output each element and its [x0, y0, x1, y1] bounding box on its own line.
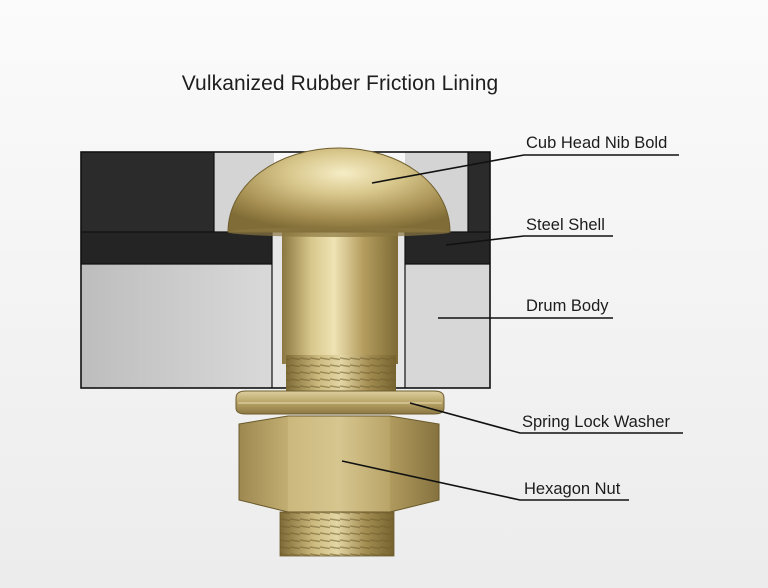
- rubber-lining-right: [468, 152, 490, 232]
- label-drum-body: Drum Body: [526, 297, 609, 315]
- bolt-shank: [282, 226, 398, 364]
- drum-body-left: [81, 264, 272, 388]
- label-steel-shell: Steel Shell: [526, 216, 605, 234]
- diagram-title: Vulkanized Rubber Friction Lining: [181, 72, 499, 95]
- label-cub-head: Cub Head Nib Bold: [526, 134, 668, 152]
- leader-hex-nut: [341, 460, 629, 501]
- steel-shell-right: [405, 232, 490, 264]
- steel-shell-left: [81, 232, 272, 264]
- drum-body-right: [405, 264, 490, 388]
- bolt: [227, 147, 451, 393]
- bolt-dome-head: [227, 147, 451, 233]
- label-spring-lock-washer: Spring Lock Washer: [522, 413, 670, 431]
- leader-cub-head: [371, 154, 679, 184]
- label-hexagon-nut: Hexagon Nut: [524, 480, 621, 498]
- leader-steel-shell: [445, 235, 613, 246]
- bolt-thread-lower: [279, 511, 395, 557]
- spring-lock-washer: [235, 390, 445, 415]
- leader-lines: [341, 154, 683, 501]
- leader-spring-washer: [409, 402, 683, 434]
- hexagon-nut: [238, 415, 440, 513]
- rubber-lining-left: [81, 152, 214, 232]
